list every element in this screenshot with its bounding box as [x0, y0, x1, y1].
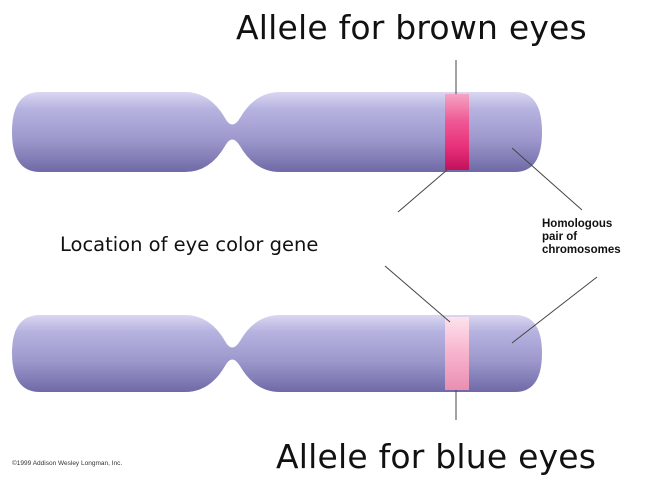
copyright-credit: ©1999 Addison Wesley Longman, Inc.	[12, 460, 122, 467]
gene-location-label: Location of eye color gene	[60, 233, 318, 256]
top-allele-label: Allele for brown eyes	[236, 8, 587, 47]
homologous-pair-line-3: chromosomes	[542, 244, 652, 257]
leader-line-homolog-top	[512, 148, 582, 210]
bottom-allele-label: Allele for blue eyes	[276, 437, 596, 476]
leader-line-location-top	[398, 170, 447, 212]
leader-line-location-bottom	[385, 266, 450, 322]
brown-eye-allele-band	[445, 94, 469, 170]
blue-eye-allele-band	[445, 317, 469, 390]
homologous-pair-line-2: pair of	[542, 231, 652, 244]
leader-line-homolog-bottom	[512, 277, 597, 343]
homologous-pair-label: Homologous pair of chromosomes	[542, 218, 652, 257]
homologous-pair-line-1: Homologous	[542, 218, 652, 231]
chromosome-bottom	[12, 315, 542, 392]
chromosome-top	[12, 92, 542, 172]
